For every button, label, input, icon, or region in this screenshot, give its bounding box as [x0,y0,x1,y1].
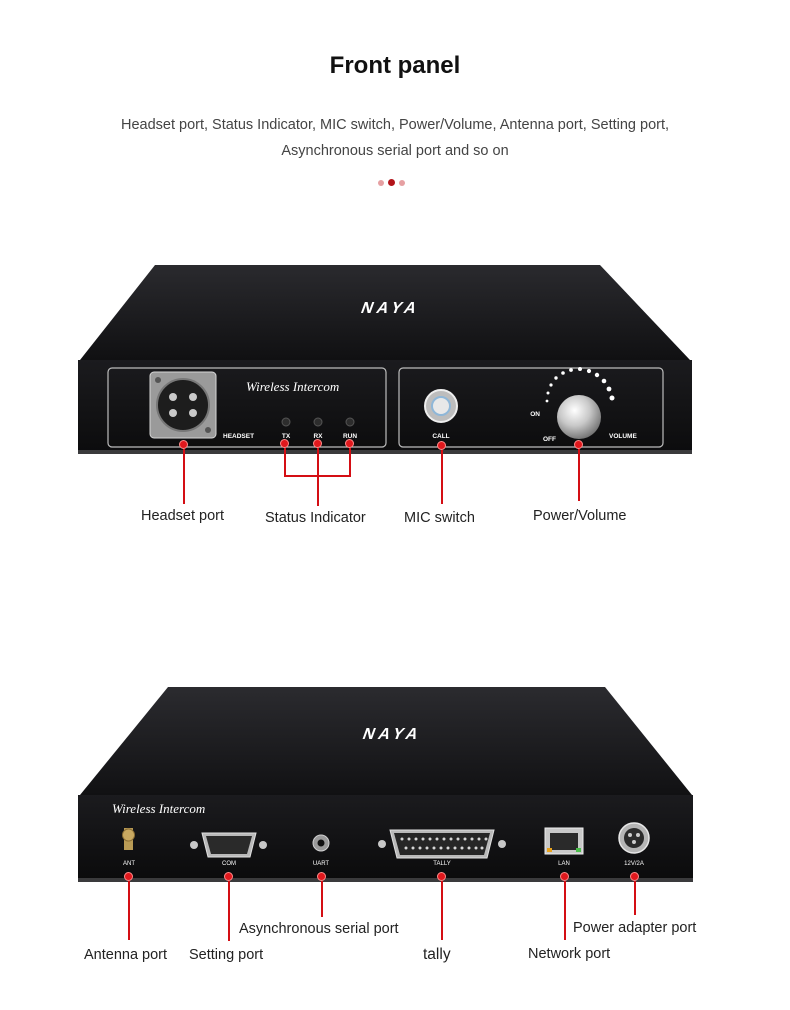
front-device-image: NAYA Wireless Intercom HEADSET TX RX RUN… [78,265,692,454]
callout-tally: tally [423,946,451,963]
device-top-surface [80,265,690,360]
callout-line-rx [317,448,319,476]
callout-dot-async [317,872,326,881]
front-brand-logo: NAYA [358,298,423,316]
front-right-panel [398,367,664,448]
headset-label: HEADSET [223,433,254,440]
com-db9-connector [190,832,267,858]
tally-label: TALLY [433,861,450,867]
callout-dot-volume [574,440,583,449]
led-tx [281,417,291,427]
callout-dot-power-adapter [630,872,639,881]
tally-db25-connector [378,829,506,859]
description-line-2: Asynchronous serial port and so on [281,143,509,159]
led-label-tx: TX [282,433,291,440]
callout-mic-switch: MIC switch [404,510,475,526]
off-label: OFF [543,436,556,443]
callout-line-run [349,448,351,476]
callout-line-setting [228,881,230,941]
volume-scale-dots [545,367,615,403]
callout-line-mic [441,450,443,504]
page-title: Front panel [329,52,461,79]
callout-setting-port: Setting port [189,947,264,963]
rear-top-surface [80,687,692,795]
callout-dot-headset [179,440,188,449]
callout-power-volume: Power/Volume [533,508,627,524]
callout-line-headset [183,449,185,504]
callout-line-antenna [128,881,130,940]
callout-async-serial-port: Asynchronous serial port [239,921,399,937]
callout-line-power-adapter [634,881,636,915]
carousel-dot-3[interactable] [399,180,405,186]
callout-dot-mic [437,441,446,450]
call-label: CALL [432,433,449,440]
carousel-dot-2-active[interactable] [388,179,395,186]
callout-power-adapter-port: Power adapter port [573,920,697,936]
callout-headset-port: Headset port [141,508,225,524]
callout-line-volume [578,449,580,501]
description-line-1: Headset port, Status Indicator, MIC swit… [120,117,670,133]
led-rx [313,417,323,427]
rear-panel-title: Wireless Intercom [112,801,205,816]
uart-label: UART [313,861,330,867]
callout-status-indicator: Status Indicator [265,510,366,526]
lan-label: LAN [558,861,570,867]
volume-knob [557,395,601,439]
led-run [345,417,355,427]
callout-dot-rx [313,439,322,448]
callout-line-tx [284,448,286,476]
carousel-dot-1[interactable] [378,180,384,186]
front-panel-title: Wireless Intercom [246,379,339,394]
callout-line-network [564,881,566,940]
callout-dot-network [560,872,569,881]
callout-line-tally [441,881,443,940]
callout-dot-run [345,439,354,448]
rear-brand-logo: NAYA [360,724,425,742]
callout-dot-antenna [124,872,133,881]
callout-antenna-port: Antenna port [84,947,168,963]
callout-dot-setting [224,872,233,881]
rear-device-image: NAYA Wireless Intercom ANT COM UART TALL… [78,687,693,882]
callout-dot-tally [437,872,446,881]
front-left-panel [107,367,387,448]
volume-label: VOLUME [609,433,637,440]
callout-dot-tx [280,439,289,448]
ant-label: ANT [123,861,135,867]
callout-line-status [317,476,319,506]
power-label: 12V/2A [624,861,644,867]
on-label: ON [530,411,540,418]
led-label-rx: RX [313,433,323,440]
callout-network-port: Network port [528,946,611,962]
com-label: COM [222,861,236,867]
callout-line-async [321,881,323,917]
led-label-run: RUN [343,433,357,440]
rear-face [78,795,693,879]
